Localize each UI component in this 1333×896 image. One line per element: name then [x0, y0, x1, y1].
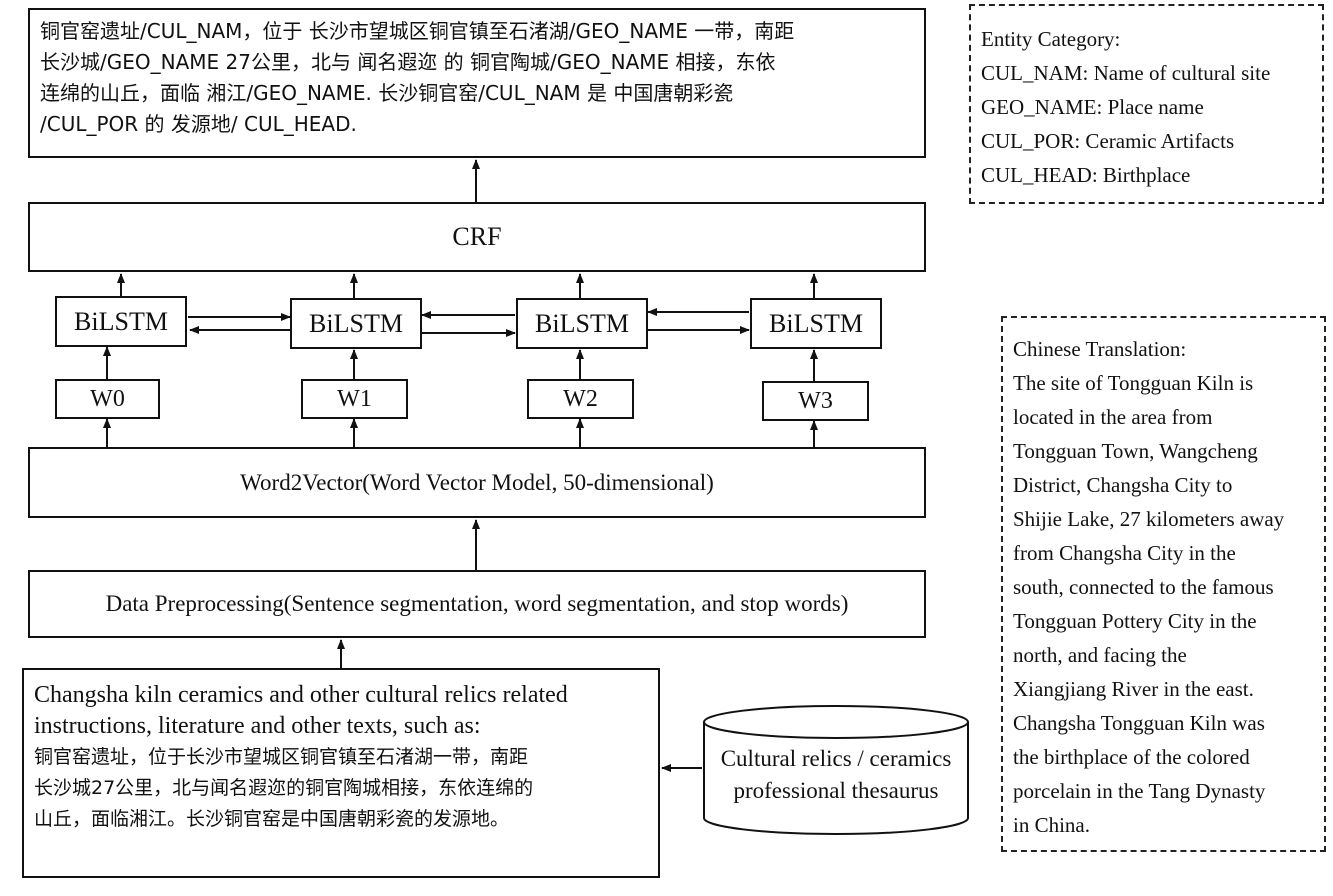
thesaurus-label: Cultural relics / ceramics professional … [704, 740, 968, 810]
crf-label: CRF [452, 222, 502, 251]
word-box-w3: W3 [762, 381, 869, 421]
crf-layer: CRF [28, 202, 926, 272]
word-box-w1: W1 [301, 379, 408, 419]
translation-line: Tongguan Town, Wangcheng [1013, 439, 1258, 463]
source-text-box: Changsha kiln ceramics and other cultura… [22, 668, 660, 878]
output-line: 长沙城/GEO_NAME 27公里，北与 闻名遐迩 的 铜官陶城/GEO_NAM… [40, 50, 776, 74]
source-zh-line: 长沙城27公里，北与闻名遐迩的铜官陶城相接，东依连绵的 [34, 777, 534, 799]
source-zh-line: 铜官窑遗址，位于长沙市望城区铜官镇至石渚湖一带，南距 [34, 746, 529, 768]
output-line: 连绵的山丘，面临 湘江/GEO_NAME. 长沙铜官窑/CUL_NAM 是 中国… [40, 81, 734, 105]
thesaurus-cylinder [703, 705, 969, 835]
thesaurus-line: Cultural relics / ceramics [720, 746, 952, 771]
word-label: W3 [798, 387, 833, 414]
preprocessing-layer: Data Preprocessing(Sentence segmentation… [28, 570, 926, 638]
entity-category-item: GEO_NAME: Place name [981, 95, 1204, 119]
bilstm-cell-0: BiLSTM [55, 296, 187, 347]
ner-output-box: 铜官窑遗址/CUL_NAM，位于 长沙市望城区铜官镇至石渚湖/GEO_NAME … [28, 8, 926, 158]
word-label: W0 [90, 385, 125, 412]
translation-line: Changsha Tongguan Kiln was [1013, 711, 1265, 735]
entity-category-item: CUL_POR: Ceramic Artifacts [981, 129, 1235, 153]
translation-line: District, Changsha City to [1013, 473, 1233, 497]
word-label: W1 [337, 385, 372, 412]
bilstm-label: BiLSTM [769, 308, 863, 338]
translation-line: in China. [1013, 813, 1090, 837]
word-label: W2 [563, 385, 598, 412]
translation-line: located in the area from [1013, 405, 1213, 429]
source-zh-line: 山丘，面临湘江。长沙铜官窑是中国唐朝彩瓷的发源地。 [34, 808, 510, 830]
output-line: 铜官窑遗址/CUL_NAM，位于 长沙市望城区铜官镇至石渚湖/GEO_NAME … [40, 19, 795, 43]
translation-line: Shijie Lake, 27 kilometers away [1013, 507, 1285, 531]
translation-line: The site of Tongguan Kiln is [1013, 371, 1254, 395]
entity-category-item: CUL_NAM: Name of cultural site [981, 61, 1271, 85]
source-en-line: Changsha kiln ceramics and other cultura… [34, 682, 568, 708]
bilstm-cell-2: BiLSTM [516, 298, 648, 349]
word2vec-layer: Word2Vector(Word Vector Model, 50-dimens… [28, 447, 926, 518]
preprocessing-label: Data Preprocessing(Sentence segmentation… [105, 591, 849, 616]
translation-line: the birthplace of the colored [1013, 745, 1250, 769]
translation-line: Tongguan Pottery City in the [1013, 609, 1257, 633]
word2vec-label: Word2Vector(Word Vector Model, 50-dimens… [240, 469, 714, 495]
bilstm-cell-1: BiLSTM [290, 298, 422, 349]
word-box-w2: W2 [527, 379, 634, 419]
word-box-w0: W0 [55, 379, 160, 419]
translation-line: north, and facing the [1013, 643, 1187, 667]
translation-line: south, connected to the famous [1013, 575, 1274, 599]
entity-category-title: Entity Category: [981, 27, 1121, 51]
output-line: /CUL_POR 的 发源地/ CUL_HEAD. [40, 112, 357, 136]
translation-line: from Changsha City in the [1013, 541, 1236, 565]
entity-category-item: CUL_HEAD: Birthplace [981, 163, 1191, 187]
bilstm-label: BiLSTM [535, 308, 629, 338]
thesaurus-line: professional thesaurus [733, 778, 939, 803]
translation-title: Chinese Translation: [1013, 337, 1187, 361]
translation-line: porcelain in the Tang Dynasty [1013, 779, 1266, 803]
bilstm-label: BiLSTM [309, 308, 403, 338]
chinese-translation-box: Chinese Translation: The site of Tonggua… [1001, 316, 1326, 852]
entity-category-legend: Entity Category: CUL_NAM: Name of cultur… [969, 4, 1324, 204]
bilstm-label: BiLSTM [74, 306, 168, 336]
source-en-line: instructions, literature and other texts… [34, 713, 481, 739]
bilstm-cell-3: BiLSTM [750, 298, 882, 349]
translation-line: Xiangjiang River in the east. [1013, 677, 1254, 701]
